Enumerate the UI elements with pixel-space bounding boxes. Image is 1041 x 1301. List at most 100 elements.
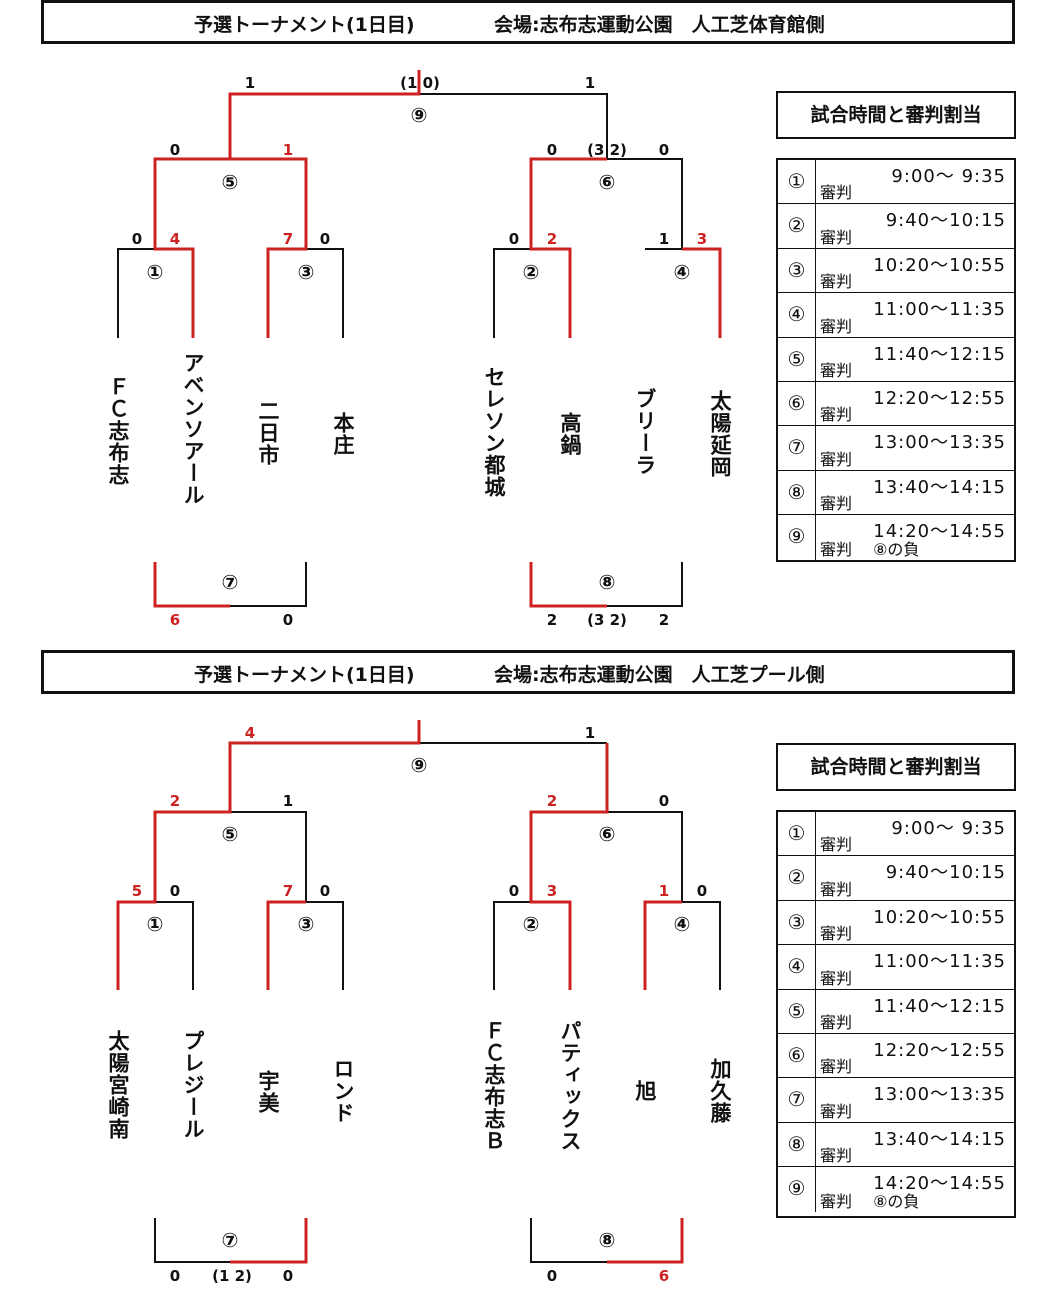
score-m4-right: 3 — [697, 230, 707, 248]
referee-label: 審判 — [820, 924, 853, 944]
header-title: 予選トーナメント(1日目) — [194, 14, 415, 36]
match-number: ① — [778, 160, 816, 204]
match-time: 13:40〜14:15 — [873, 476, 1006, 498]
team-name: パティックス — [558, 1020, 582, 1152]
referee-label: 審判 — [820, 360, 853, 380]
match-number: ③ — [778, 900, 816, 945]
schedule-row: ① 9:00〜 9:35 審判 — [778, 812, 1014, 857]
header-venue: 会場:志布志運動公園 人工芝プール側 — [494, 664, 825, 686]
match-number: ⑤ — [778, 337, 816, 381]
match-time: 9:00〜 9:35 — [891, 818, 1006, 839]
schedule-title: 試合時間と審判割当 — [776, 743, 1016, 791]
match-time: 13:40〜14:15 — [873, 1128, 1006, 1150]
team-name: 高鍋 — [558, 412, 582, 456]
section-header: 予選トーナメント(1日目) 会場:志布志運動公園 人工芝体育館側 — [41, 0, 1015, 44]
match-number: ④ — [778, 945, 816, 989]
score-m5-left: 2 — [170, 792, 180, 810]
referee-label: 審判 — [820, 835, 853, 855]
score-m8-right: 2 — [659, 611, 669, 629]
score-m3-right: 0 — [320, 882, 330, 900]
referee-label: 審判 — [820, 1012, 853, 1032]
score-m7-pk: (1 2) — [212, 1267, 252, 1285]
match-label-4: ④ — [674, 260, 691, 284]
team-name: 太陽宮崎南 — [106, 1030, 130, 1140]
score-m1-left: 0 — [132, 230, 142, 248]
match-time: 10:20〜10:55 — [873, 254, 1006, 276]
match-label-4: ④ — [674, 912, 691, 936]
match-number: ② — [778, 856, 816, 900]
team-name: ロンド — [331, 1058, 355, 1124]
referee-label: 審判 — [820, 1101, 853, 1121]
score-m9-right: 1 — [585, 724, 595, 742]
referee-label: 審判 — [820, 1057, 853, 1077]
match-number: ⑧ — [778, 1122, 816, 1167]
match-number: ⑨ — [778, 515, 816, 560]
score-m8-right: 6 — [659, 1267, 669, 1285]
score-m6-right: 0 — [659, 141, 669, 159]
match-label-6: ⑥ — [599, 822, 616, 846]
team-name: アベンソアール — [181, 352, 205, 506]
score-m3-left: 7 — [283, 230, 293, 248]
schedule-title: 試合時間と審判割当 — [776, 91, 1016, 139]
score-m7-left: 6 — [170, 611, 180, 629]
team-name: 本庄 — [331, 412, 355, 456]
match-number: ⑦ — [778, 426, 816, 470]
score-m3-right: 0 — [320, 230, 330, 248]
bracket-section-1: 予選トーナメント(1日目) 会場:志布志運動公園 人工芝体育館側 — [0, 0, 1041, 650]
match-number: ⑥ — [778, 381, 816, 426]
schedule-row: ⑦ 13:00〜13:35 審判 — [778, 426, 1014, 471]
score-m2-left: 0 — [509, 230, 519, 248]
team-name: 二日市 — [256, 400, 280, 466]
match-time: 13:00〜13:35 — [873, 1084, 1006, 1106]
team-name: ＦＣ志布志 — [106, 376, 130, 486]
referee-label: 審判 — [820, 227, 853, 247]
match-label-3: ③ — [298, 912, 315, 936]
match-number: ⑦ — [778, 1078, 816, 1122]
referee-label: 審判 — [820, 879, 853, 899]
match-time: 13:00〜13:35 — [873, 432, 1006, 454]
match-label-9: ⑨ — [411, 753, 428, 777]
match-number: ⑨ — [778, 1167, 816, 1212]
score-m5-right: 1 — [283, 141, 293, 159]
match-time: 11:00〜11:35 — [873, 951, 1006, 973]
tournament-bracket: ① ③ ② ④ ⑤ ⑥ ⑨ ⑦ ⑧ 5 0 7 0 0 3 1 0 2 1 2 … — [116, 720, 721, 1285]
match-number: ⑥ — [778, 1033, 816, 1078]
referee-label: 審判 — [820, 449, 853, 469]
score-m4-left: 1 — [659, 882, 669, 900]
score-m3-left: 7 — [283, 882, 293, 900]
referee-label: 審判 — [820, 405, 853, 425]
team-name: セレソン都城 — [482, 366, 506, 498]
match-label-7: ⑦ — [222, 570, 239, 594]
score-m8-pk: (3 2) — [587, 611, 627, 629]
match-time: 9:00〜 9:35 — [891, 166, 1006, 187]
match-label-3: ③ — [298, 260, 315, 284]
match-time: 14:20〜14:55 — [873, 1173, 1006, 1195]
score-m9-right: 1 — [585, 74, 595, 92]
match-time: 14:20〜14:55 — [873, 521, 1006, 543]
referee-label: 審判 — [820, 494, 853, 514]
header-venue: 会場:志布志運動公園 人工芝体育館側 — [494, 14, 825, 36]
match-number: ① — [778, 812, 816, 856]
score-m6-left: 2 — [547, 792, 557, 810]
match-label-1: ① — [147, 260, 164, 284]
score-m9-left: 1 — [245, 74, 255, 92]
team-name: プレジール — [181, 1030, 205, 1140]
score-m1-left: 5 — [132, 882, 142, 900]
score-m2-left: 0 — [509, 882, 519, 900]
referee-label: 審判 — [820, 316, 853, 336]
team-name: ＦＣ志布志Ｂ — [482, 1020, 506, 1152]
match-label-9: ⑨ — [411, 103, 428, 127]
referee-label: 審判 ⑧の負 — [820, 539, 920, 559]
match-number: ② — [778, 204, 816, 248]
